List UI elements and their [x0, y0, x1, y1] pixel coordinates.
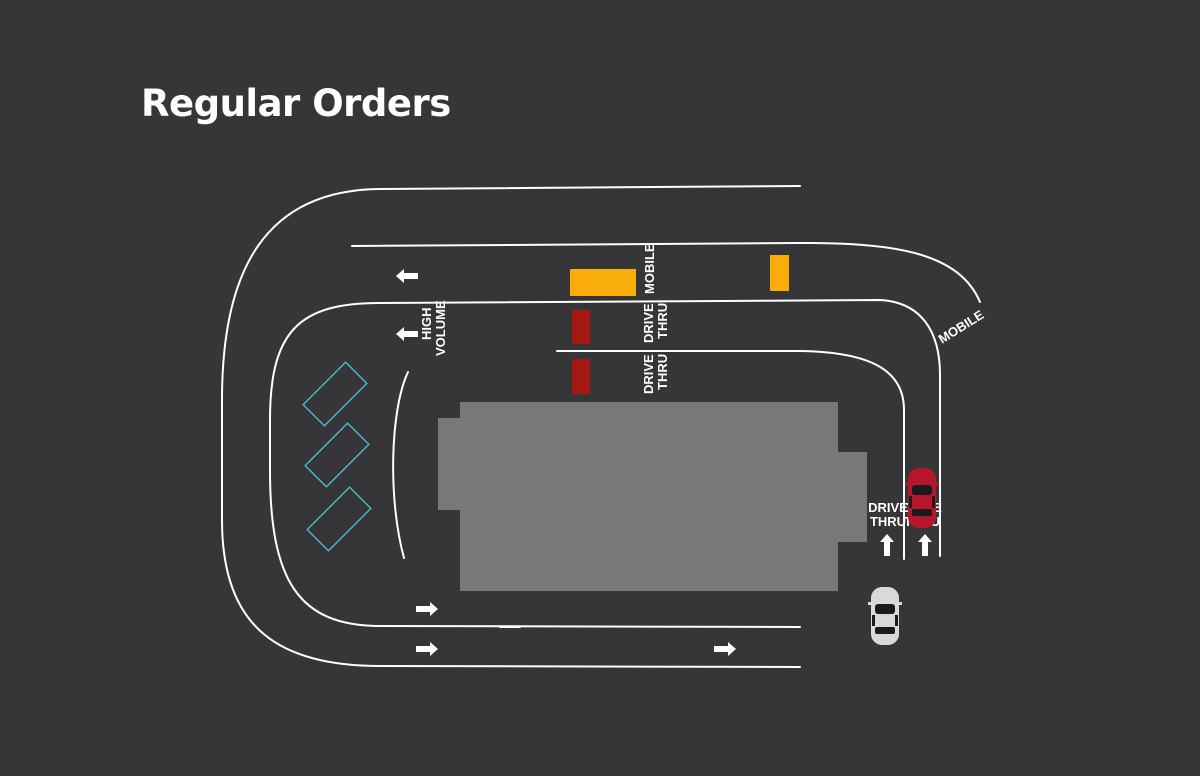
arrow-icon	[396, 269, 418, 283]
mobile-pickup-window	[570, 269, 636, 296]
car-icon	[905, 468, 939, 528]
mobile-window-label: MOBILE	[642, 243, 657, 294]
drive-thru-lane-edge	[556, 350, 905, 560]
drive-thru-window-1	[572, 310, 590, 344]
high-volume-label-1: HIGH	[419, 308, 434, 341]
parking-spot	[306, 486, 372, 552]
drive-thru-window-2	[572, 359, 590, 394]
parking-spot	[304, 422, 370, 488]
parking-spot	[302, 361, 368, 427]
car-icon	[868, 587, 902, 645]
arrow-icon	[918, 534, 932, 556]
drive-thru-entry-label-2: THRU	[870, 514, 906, 529]
arrow-icon	[416, 602, 438, 616]
mobile-pickup-marker	[770, 255, 789, 291]
outer-road-edge	[221, 185, 801, 668]
arrow-icon	[396, 327, 418, 341]
drive-thru-entry-label-1: DRIVE	[868, 500, 908, 515]
drive-thru-window-1-label-1: DRIVE	[641, 303, 656, 343]
drive-thru-window-2-label-1: DRIVE	[641, 354, 656, 394]
mobile-entry-label: MOBILE	[936, 307, 987, 347]
arrow-icon	[880, 534, 894, 556]
arrow-icon	[714, 642, 736, 656]
parking-spots	[302, 361, 372, 552]
drive-thru-window-2-label-2: THRU	[655, 354, 670, 390]
restaurant-building	[438, 402, 867, 591]
building-curb	[392, 371, 409, 559]
inner-loop-edge	[351, 241, 981, 303]
high-volume-lane-edge	[269, 298, 941, 628]
page-title: Regular Orders	[141, 82, 451, 125]
high-volume-label-2: VOLUME	[433, 300, 448, 356]
drive-thru-window-1-label-2: THRU	[655, 303, 670, 339]
arrow-icon	[416, 642, 438, 656]
